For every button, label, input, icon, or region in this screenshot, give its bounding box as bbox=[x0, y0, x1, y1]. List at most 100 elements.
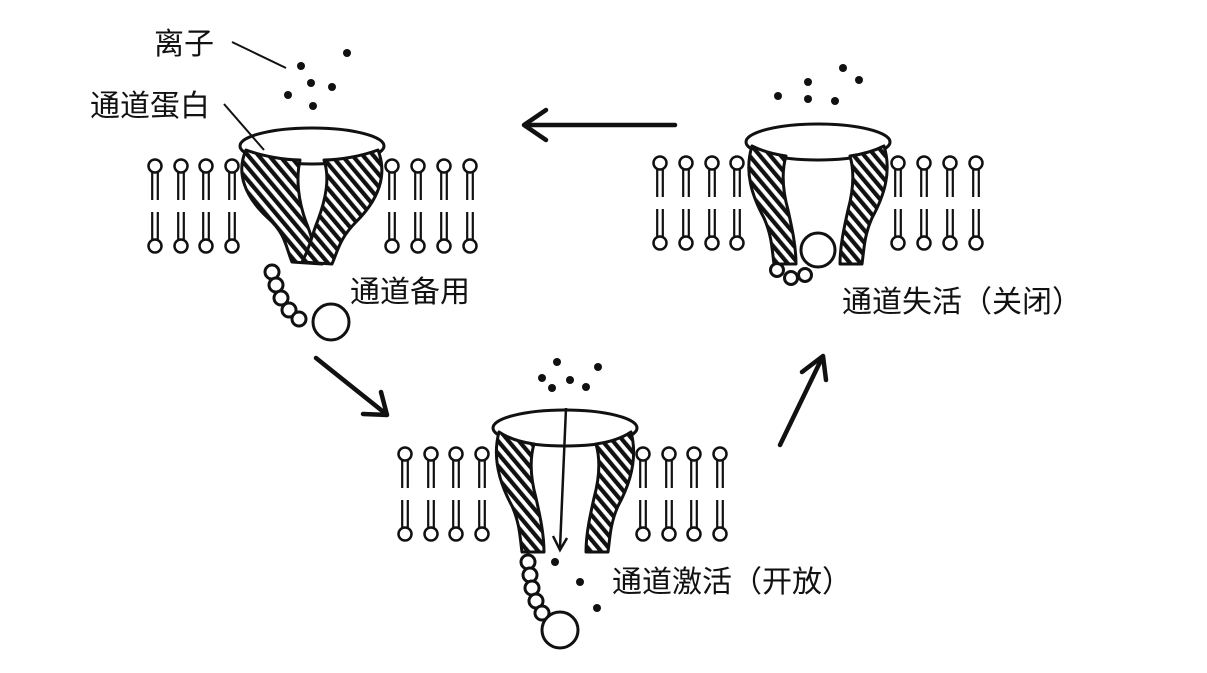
phospholipid-tail bbox=[656, 169, 664, 197]
phospholipid-tail bbox=[894, 169, 902, 197]
phospholipid-head bbox=[712, 446, 728, 462]
phospholipid-tail bbox=[708, 209, 716, 237]
phospholipid-head bbox=[224, 158, 240, 174]
ions-active bbox=[538, 358, 602, 612]
ions-ready bbox=[284, 49, 351, 110]
phospholipid-tail bbox=[972, 169, 980, 197]
phospholipid-tail bbox=[665, 460, 673, 488]
membrane-active bbox=[397, 446, 728, 542]
membrane-ready bbox=[147, 158, 478, 254]
phospholipid-head bbox=[678, 155, 694, 171]
phospholipid-head bbox=[423, 526, 439, 542]
phospholipid-tail bbox=[388, 212, 396, 240]
phospholipid-tail bbox=[639, 500, 647, 528]
phospholipid-head bbox=[436, 238, 452, 254]
phospholipid-tail bbox=[228, 212, 236, 240]
phospholipid-tail bbox=[639, 460, 647, 488]
ball-chain-ready bbox=[263, 263, 351, 342]
phospholipid-head bbox=[198, 158, 214, 174]
phospholipid-tail bbox=[708, 169, 716, 197]
phospholipid-head bbox=[397, 446, 413, 462]
phospholipid-head bbox=[712, 526, 728, 542]
phospholipid-head bbox=[397, 526, 413, 542]
phospholipid-head bbox=[635, 446, 651, 462]
phospholipid-head bbox=[942, 155, 958, 171]
cycle-arrow-active-to-inactive bbox=[777, 353, 829, 448]
phospholipid-head bbox=[942, 235, 958, 251]
phospholipid-head bbox=[890, 235, 906, 251]
phospholipid-head bbox=[686, 446, 702, 462]
phospholipid-tail bbox=[414, 172, 422, 200]
phospholipid-head bbox=[448, 446, 464, 462]
phospholipid-head bbox=[890, 155, 906, 171]
label-state-inactive: 通道失活（关闭） bbox=[842, 285, 1082, 320]
leader-lines bbox=[223, 41, 287, 151]
phospholipid-tail bbox=[401, 500, 409, 528]
phospholipid-tail bbox=[920, 169, 928, 197]
phospholipid-head bbox=[916, 235, 932, 251]
phospholipid-head bbox=[686, 526, 702, 542]
phospholipid-tail bbox=[401, 460, 409, 488]
label-channel-protein: 通道蛋白 bbox=[90, 89, 210, 124]
phospholipid-head bbox=[384, 238, 400, 254]
phospholipid-head bbox=[198, 238, 214, 254]
phospholipid-head bbox=[968, 155, 984, 171]
phospholipid-tail bbox=[452, 460, 460, 488]
phospholipid-tail bbox=[682, 209, 690, 237]
phospholipid-head bbox=[704, 155, 720, 171]
phospholipid-tail bbox=[972, 209, 980, 237]
phospholipid-tail bbox=[920, 209, 928, 237]
phospholipid-head bbox=[652, 155, 668, 171]
phospholipid-head bbox=[410, 158, 426, 174]
phospholipid-head bbox=[968, 235, 984, 251]
phospholipid-head bbox=[147, 238, 163, 254]
phospholipid-tail bbox=[202, 212, 210, 240]
phospholipid-tail bbox=[690, 500, 698, 528]
cycle-arrow-ready-to-active bbox=[313, 355, 390, 418]
phospholipid-tail bbox=[656, 209, 664, 237]
ball-chain-inactive bbox=[769, 231, 837, 286]
phospholipid-tail bbox=[427, 500, 435, 528]
phospholipid-tail bbox=[228, 172, 236, 200]
ions-inactive bbox=[774, 64, 863, 105]
phospholipid-head bbox=[661, 446, 677, 462]
channel-inactive bbox=[744, 122, 892, 266]
phospholipid-tail bbox=[946, 209, 954, 237]
cycle-arrow-inactive-to-ready bbox=[521, 107, 678, 143]
ion-flow-arrow bbox=[551, 407, 569, 553]
phospholipid-head bbox=[729, 155, 745, 171]
phospholipid-tail bbox=[733, 169, 741, 197]
phospholipid-head bbox=[916, 155, 932, 171]
phospholipid-tail bbox=[466, 212, 474, 240]
phospholipid-tail bbox=[716, 500, 724, 528]
channel-ready bbox=[238, 126, 386, 266]
label-state-ready: 通道备用 bbox=[350, 275, 470, 310]
phospholipid-tail bbox=[682, 169, 690, 197]
phospholipid-head bbox=[448, 526, 464, 542]
phospholipid-head bbox=[147, 158, 163, 174]
membrane-inactive bbox=[652, 155, 984, 251]
phospholipid-tail bbox=[440, 212, 448, 240]
phospholipid-tail bbox=[388, 172, 396, 200]
phospholipid-tail bbox=[894, 209, 902, 237]
phospholipid-head bbox=[678, 235, 694, 251]
phospholipid-head bbox=[661, 526, 677, 542]
phospholipid-head bbox=[635, 526, 651, 542]
phospholipid-head bbox=[462, 238, 478, 254]
phospholipid-tail bbox=[716, 460, 724, 488]
phospholipid-tail bbox=[414, 212, 422, 240]
leader-line-channel-protein bbox=[223, 103, 265, 151]
phospholipid-head bbox=[704, 235, 720, 251]
phospholipid-tail bbox=[665, 500, 673, 528]
phospholipid-head bbox=[384, 158, 400, 174]
phospholipid-tail bbox=[177, 172, 185, 200]
label-ion: 离子 bbox=[154, 27, 214, 62]
phospholipid-tail bbox=[466, 172, 474, 200]
phospholipid-tail bbox=[478, 460, 486, 488]
phospholipid-tail bbox=[151, 172, 159, 200]
phospholipid-head bbox=[224, 238, 240, 254]
phospholipid-head bbox=[462, 158, 478, 174]
phospholipid-tail bbox=[452, 500, 460, 528]
